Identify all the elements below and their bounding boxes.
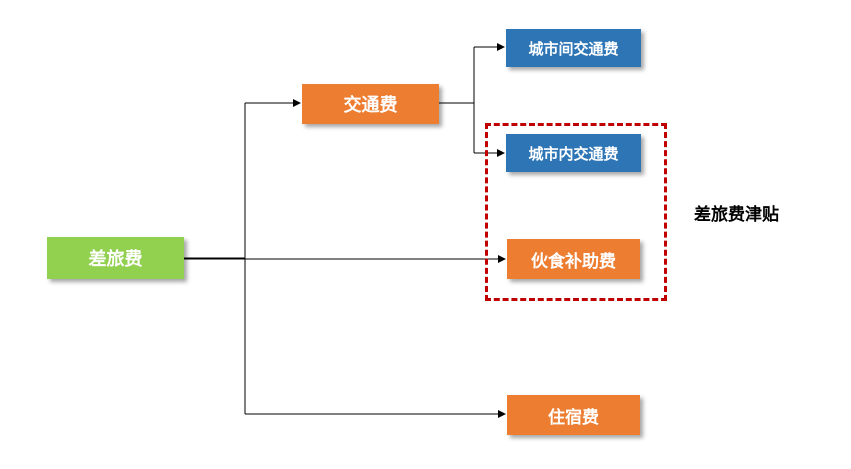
node-intracity-transport[interactable]: 城市内交通费 bbox=[506, 134, 641, 172]
node-lodging-expense[interactable]: 住宿费 bbox=[507, 395, 640, 435]
allowance-group-box bbox=[485, 123, 667, 301]
node-intercity-transport[interactable]: 城市间交通费 bbox=[506, 29, 641, 67]
allowance-group-label: 差旅费津贴 bbox=[694, 205, 779, 225]
node-transport-expense[interactable]: 交通费 bbox=[302, 84, 439, 124]
node-meal-allowance[interactable]: 伙食补助费 bbox=[507, 239, 640, 279]
node-travel-expense[interactable]: 差旅费 bbox=[47, 237, 184, 279]
connector-transport-branch bbox=[439, 47, 475, 153]
